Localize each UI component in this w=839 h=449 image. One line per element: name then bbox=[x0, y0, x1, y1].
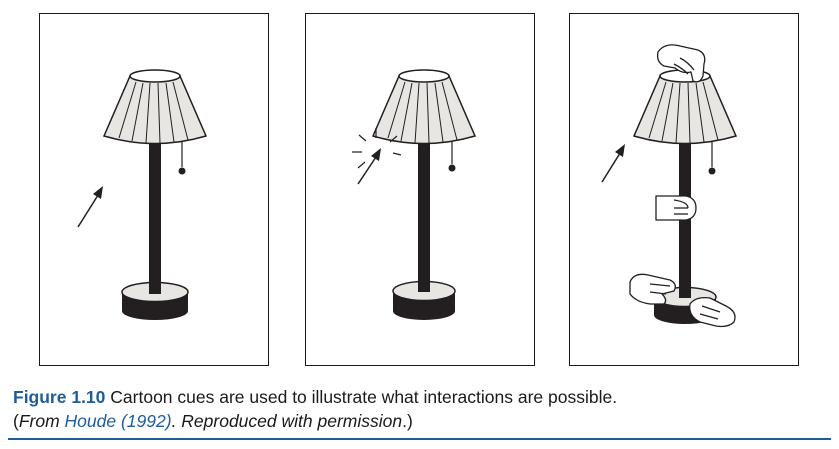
figure-label: Figure 1.10 bbox=[13, 387, 106, 407]
panel-lamp-sparkle bbox=[305, 13, 535, 366]
caption-text: Cartoon cues are used to illustrate what… bbox=[110, 387, 618, 407]
lamp bbox=[102, 69, 208, 320]
lamp-illustration bbox=[601, 44, 738, 328]
hand-left-icon bbox=[629, 273, 676, 305]
caption-line: Figure 1.10 Cartoon cues are used to ill… bbox=[13, 385, 823, 409]
hand-top-icon bbox=[656, 44, 706, 83]
hand-right-icon bbox=[689, 296, 736, 328]
lamp bbox=[371, 69, 477, 320]
panel-lamp-hands bbox=[569, 13, 799, 366]
figure-caption: Figure 1.10 Cartoon cues are used to ill… bbox=[13, 385, 823, 433]
source-author-link[interactable]: Houde (1992) bbox=[64, 411, 172, 431]
arrow-icon bbox=[357, 148, 381, 185]
arrow-icon bbox=[601, 144, 625, 183]
hand-middle-icon bbox=[655, 195, 697, 221]
caption-rule bbox=[8, 438, 831, 440]
arrow-icon bbox=[77, 186, 103, 228]
source-line: (From Houde (1992). Reproduced with perm… bbox=[13, 409, 823, 433]
source-close: .) bbox=[402, 411, 413, 431]
lamp-illustration bbox=[77, 69, 208, 320]
source-open: ( bbox=[13, 411, 19, 431]
sparkle-icon bbox=[352, 128, 402, 169]
panel-lamp-arrow bbox=[39, 13, 269, 366]
source-rest: . Reproduced with permission bbox=[171, 411, 403, 431]
source-from: From bbox=[18, 411, 65, 431]
lamp-illustration bbox=[352, 69, 477, 320]
